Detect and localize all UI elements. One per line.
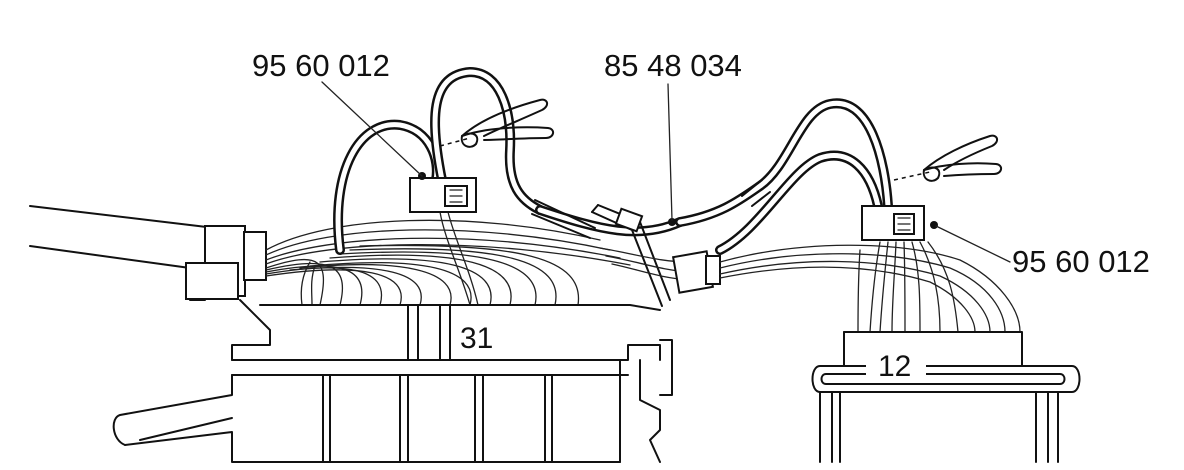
connector-number-right: 12 [878,350,911,383]
left-wire-connector [409,172,477,213]
cutter-icon [439,98,554,148]
left-loop-wires [333,67,545,306]
leader-lines [321,81,1011,263]
right-wire-fan [719,241,1021,333]
left-connector-block [112,299,673,463]
left-wire-fan [265,219,631,306]
part-number-label-top-center: 85 48 034 [604,48,742,83]
right-wire-connector [861,205,938,241]
part-number-label-top-left: 95 60 012 [252,48,390,83]
left-cable-sheath [29,205,267,301]
connector-number-left: 31 [460,322,493,355]
part-number-label-right: 95 60 012 [1012,244,1150,279]
right-connector-block [811,331,1081,463]
right-loop-wires [675,98,893,255]
cutter-icon [893,134,1002,182]
cable-tie [591,204,671,307]
center-trunk [599,247,721,294]
center-splice-sleeve [531,199,685,239]
